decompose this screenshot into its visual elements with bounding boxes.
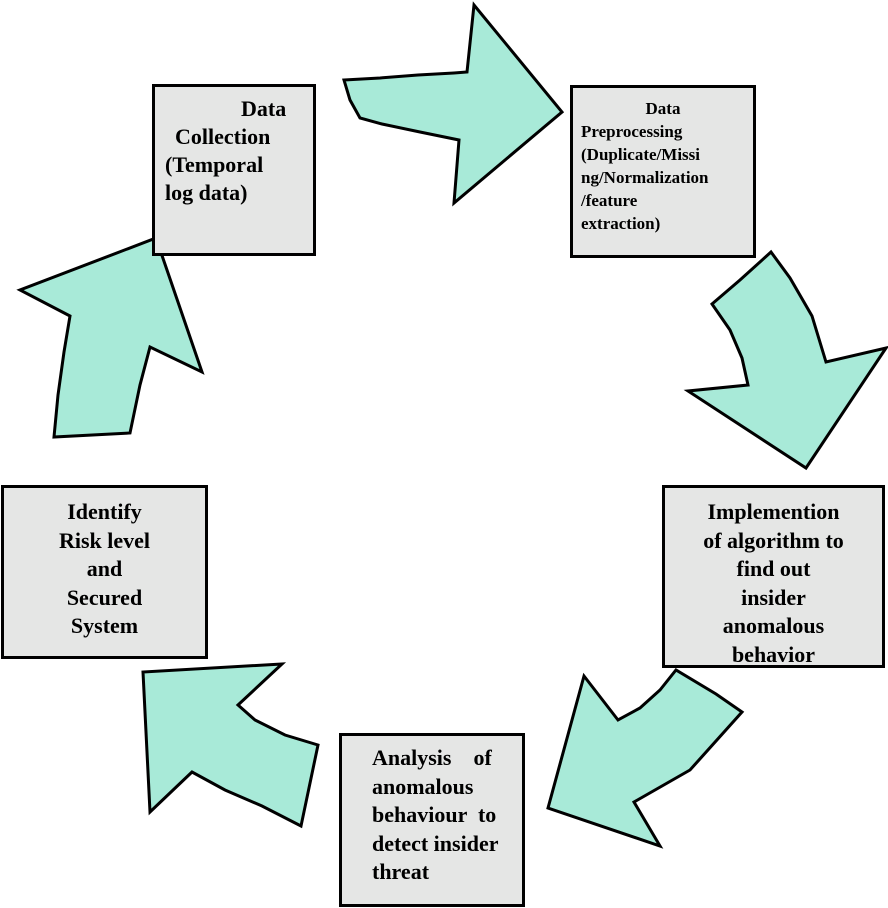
step-text-line: behaviour to [372,802,497,827]
step-text-line: Analysis of [372,745,492,770]
step-text-line: and [86,556,123,581]
step-text-line: (Duplicate/Missi [581,145,700,164]
step-text-line: System [70,613,139,638]
step-text-line: log data) [165,180,248,205]
step-text-line: behavior [731,641,816,667]
step-text-line: (Temporal [165,152,264,177]
step-text-line: threat [372,859,430,884]
step-text-line: Risk level [58,527,151,553]
step-text-line: Data [241,96,287,121]
step-text-line: ng/Normalization [581,168,709,187]
arrow-risk-to-collection [16,236,205,439]
arrow-analysis-to-risk [141,662,320,829]
step-text-line: Identify [67,499,142,524]
step-text-line: Secured [66,584,143,610]
step-data-collection: Data Collection (Temporal log data) [152,84,316,256]
step-text-line: extraction) [581,214,661,233]
step-text-line: anomalous [372,773,474,799]
step-text-line: Preprocessing [581,122,683,141]
arrow-collection-to-preprocessing [342,1,565,207]
step-algorithm: Implemention of algorithm to find out in… [662,485,885,668]
step-text-line: of algorithm to [703,527,844,553]
step-text-line: find out [736,556,811,581]
arrow-algorithm-to-analysis [546,668,745,849]
step-risk: Identify Risk level and Secured System [1,485,208,659]
step-text-line: detect insider [372,830,499,856]
step-text-line: Collection [175,124,271,149]
step-text-line: Data [645,99,681,118]
step-preprocessing: Data Preprocessing (Duplicate/Missi ng/N… [570,85,756,258]
arrow-preprocessing-to-algorithm [683,249,888,471]
step-text-line: anomalous [722,613,825,638]
step-text-line: insider [741,584,806,610]
step-analysis: Analysis of anomalous behaviour to detec… [339,733,525,907]
step-text-line: /feature [581,191,638,210]
step-text-line: Implemention [707,499,840,524]
